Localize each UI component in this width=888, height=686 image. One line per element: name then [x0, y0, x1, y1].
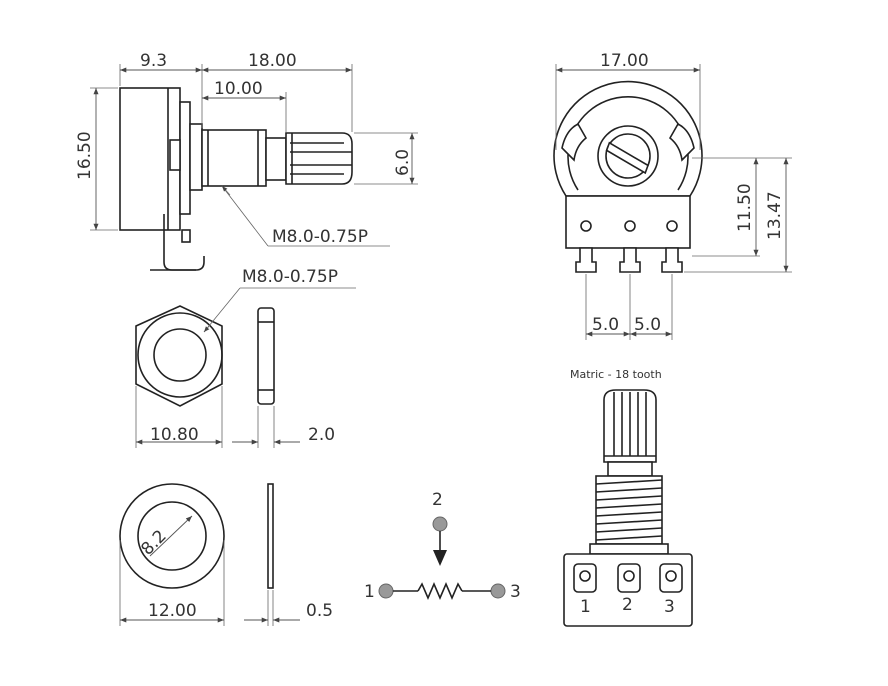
- side-view: 9.3 18.00 10.00 16.50 6.0 M8.0-0.75P: [75, 51, 418, 271]
- schematic-pin-3: 3: [510, 582, 521, 602]
- shaft-view: Matric - 18 tooth 1 2 3: [563, 368, 693, 627]
- dim-nut-width: 10.80: [150, 425, 199, 445]
- dim-shaft-diameter: 6.0: [393, 149, 413, 176]
- bottom-pin-3: 3: [664, 597, 675, 617]
- dim-height-total: 13.47: [765, 191, 785, 240]
- dim-thread-side: M8.0-0.75P: [272, 227, 368, 247]
- dim-nut-thickness: 2.0: [308, 425, 335, 445]
- schematic: 1 2 3: [364, 490, 521, 602]
- shaft-note: Matric - 18 tooth: [570, 368, 662, 381]
- dim-washer-outer: 12.00: [148, 601, 197, 621]
- bottom-pin-2: 2: [622, 595, 633, 615]
- washer-view: 8.2 12.00 0.5: [119, 483, 333, 626]
- dim-thread-nut: M8.0-0.75P: [242, 267, 338, 287]
- schematic-pin-2: 2: [432, 490, 443, 510]
- dim-height-pins: 11.50: [735, 183, 755, 232]
- dim-washer-thickness: 0.5: [306, 601, 333, 621]
- dim-shaft-length: 18.00: [248, 51, 297, 71]
- dim-height: 16.50: [75, 131, 95, 180]
- dim-pin-pitch-a: 5.0: [592, 315, 619, 335]
- dim-side-body-depth: 9.3: [140, 51, 167, 71]
- front-view: 17.00 11.50 13.47 5.0 5.0: [553, 51, 792, 340]
- dim-pin-pitch-b: 5.0: [634, 315, 661, 335]
- bottom-pin-1: 1: [580, 597, 591, 617]
- schematic-pin-1: 1: [364, 582, 375, 602]
- nut-view: M8.0-0.75P 10.80 2.0: [135, 267, 356, 448]
- dim-bushing-length: 10.00: [214, 79, 263, 99]
- dim-front-width: 17.00: [600, 51, 649, 71]
